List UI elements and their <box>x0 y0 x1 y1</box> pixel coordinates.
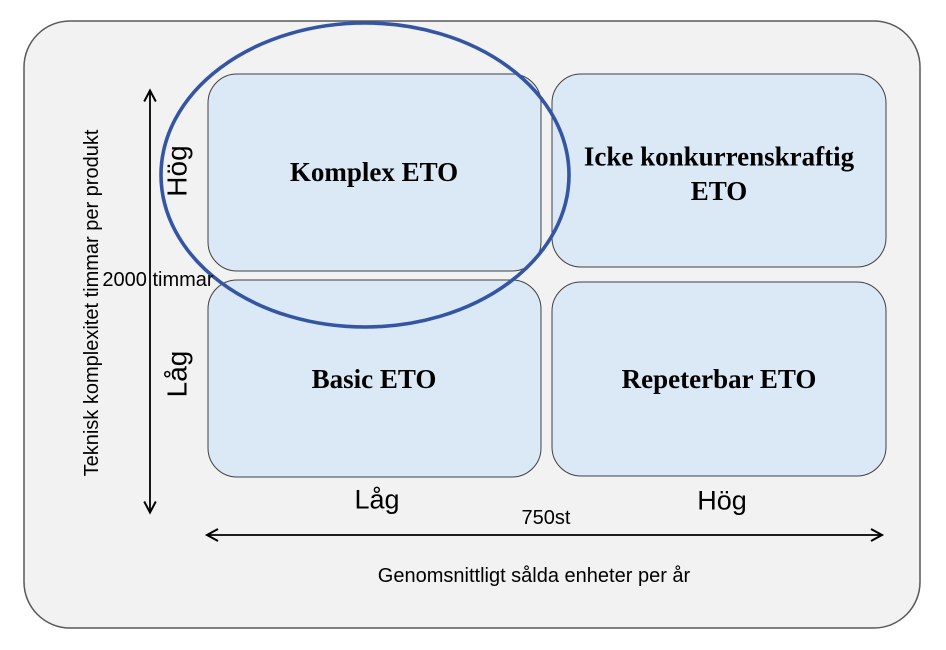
svg-text:750st: 750st <box>522 507 571 529</box>
svg-text:Genomsnittligt sålda enheter p: Genomsnittligt sålda enheter per år <box>378 565 691 587</box>
svg-text:Låg: Låg <box>162 351 193 398</box>
svg-text:Komplex ETO: Komplex ETO <box>290 157 458 187</box>
svg-text:Basic ETO: Basic ETO <box>312 364 437 394</box>
svg-text:Teknisk komplexitet timmar per: Teknisk komplexitet timmar per produkt <box>81 129 103 476</box>
svg-text:Hög: Hög <box>162 145 193 196</box>
svg-text:ETO: ETO <box>691 176 748 206</box>
svg-text:Hög: Hög <box>697 486 747 516</box>
svg-text:Icke konkurrenskraftig: Icke konkurrenskraftig <box>584 142 855 172</box>
svg-text:Låg: Låg <box>354 485 399 515</box>
svg-text:Repeterbar ETO: Repeterbar ETO <box>622 364 817 394</box>
svg-text:2000 timmar: 2000 timmar <box>102 269 213 291</box>
